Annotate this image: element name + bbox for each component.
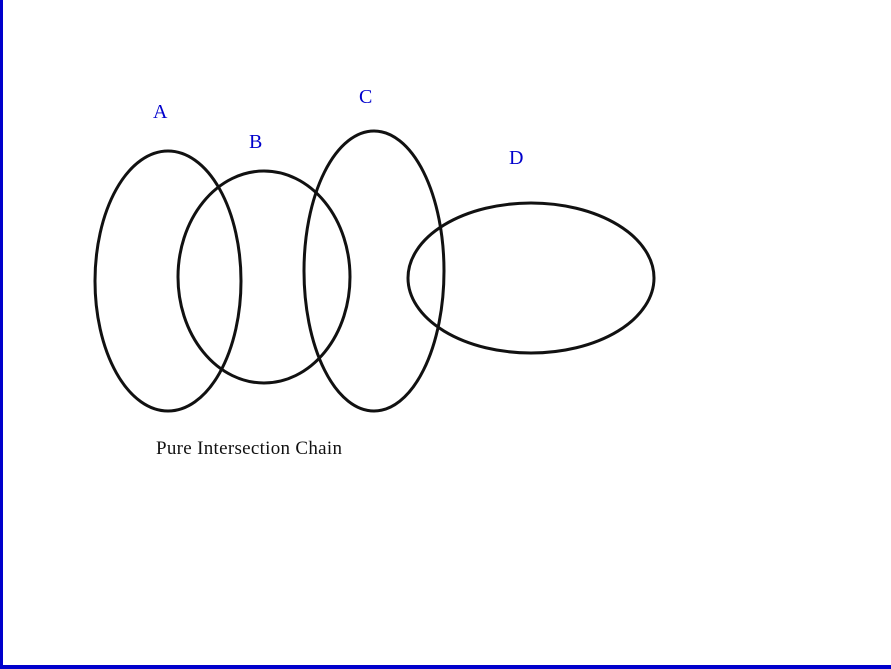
diagram-caption: Pure Intersection Chain [156,438,343,459]
ellipse-set-b [176,169,352,385]
ellipse-set-c [302,129,446,413]
set-label-c: C [359,86,373,108]
ellipse-set-d [406,201,656,355]
left-edge-line [0,0,3,669]
set-label-b: B [249,131,263,153]
set-label-d: D [509,147,524,169]
ellipse-set-a [93,149,243,413]
set-label-a: A [153,101,168,123]
bottom-edge-line [0,665,891,669]
